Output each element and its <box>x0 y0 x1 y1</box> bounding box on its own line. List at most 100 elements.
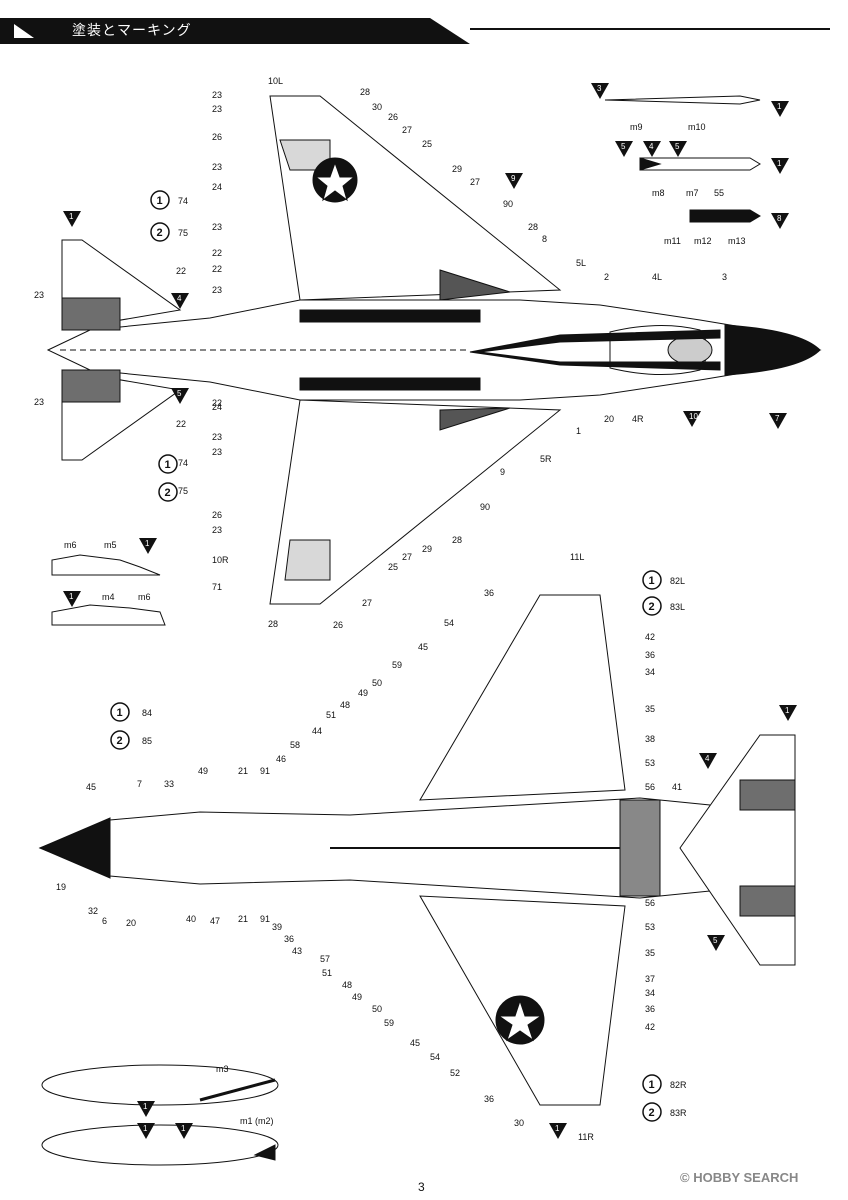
bottom-callout-61: 56 <box>645 898 655 908</box>
bottom-callout-44: 49 <box>352 992 362 1002</box>
badge-top-lower-1: 1 <box>165 459 171 471</box>
bottom-callout-43: 48 <box>342 980 352 990</box>
tri-marker-1e: 1 <box>69 592 74 601</box>
badge-bottom-2-circle <box>110 730 130 750</box>
badge-bottom-1: 1 <box>117 707 123 719</box>
bottom-callout-45: 50 <box>372 1004 382 1014</box>
top-callout-20: 4L <box>652 272 662 282</box>
watermark: © HOBBY SEARCH <box>680 1170 799 1185</box>
top-callout-21: 3 <box>722 272 727 282</box>
bottom-callout-2: 83L <box>670 602 685 612</box>
tri-marker-1b-triangle <box>771 101 789 117</box>
top-callout-18: 5L <box>576 258 586 268</box>
badge-bottom-wing-2-circle <box>642 596 662 616</box>
bottom-callout-33: 20 <box>126 918 136 928</box>
top-callout-0: 10L <box>268 76 283 86</box>
tri-marker-1e-triangle <box>63 591 81 607</box>
top-callout-23: 23 <box>34 290 44 300</box>
top-callout-6: 29 <box>452 164 462 174</box>
top-callout-8: 90 <box>503 199 513 209</box>
bottom-callout-50: 36 <box>484 1094 494 1104</box>
bottom-callout-48: 54 <box>430 1052 440 1062</box>
header-bar <box>0 18 470 44</box>
bottom-callout-26: 49 <box>198 766 208 776</box>
tri-marker-1h-triangle <box>137 1101 155 1117</box>
top-callout-30: 10R <box>212 555 229 565</box>
bottom-callout-7: 36 <box>645 650 655 660</box>
bottom-callout-11: 49 <box>358 688 368 698</box>
bottom-callout-52: 11R <box>578 1132 594 1142</box>
top-callout-39: 90 <box>480 502 490 512</box>
badge-top-lower-1-circle <box>158 454 178 474</box>
top-callout-10: 8 <box>542 234 547 244</box>
bottom-callout-57: 34 <box>645 988 655 998</box>
bottom-callout-24: 7 <box>137 779 142 789</box>
top-callout-17: 23 <box>212 285 222 295</box>
badge-top-2-circle <box>150 222 170 242</box>
tri-marker-1g-triangle <box>549 1123 567 1139</box>
missile-label-7: m13 <box>728 236 746 246</box>
badge-bottom-wing-r-1-circle <box>642 1074 662 1094</box>
tri-marker-5a: 5 <box>177 389 182 398</box>
tri-marker-1a: 1 <box>69 212 74 221</box>
bottom-callout-1: 82L <box>670 576 685 586</box>
bottom-callout-41: 57 <box>320 954 330 964</box>
bottom-callout-60: 53 <box>645 922 655 932</box>
bottom-callout-20: 41 <box>672 782 682 792</box>
tri-marker-1j-triangle <box>175 1123 193 1139</box>
side-detail-label-3: m6 <box>138 592 151 602</box>
top-callout-1: 28 <box>360 87 370 97</box>
badge-top-2: 2 <box>157 227 163 239</box>
bottom-callout-29: 46 <box>276 754 286 764</box>
top-callout-35: 25 <box>388 562 398 572</box>
side-detail-label-0: m6 <box>64 540 77 550</box>
missile-label-3: m7 <box>686 188 699 198</box>
top-callout-42: 1 <box>576 426 581 436</box>
top-callout-43: 20 <box>604 414 614 424</box>
bottom-callout-23: 45 <box>86 782 96 792</box>
bottom-callout-15: 58 <box>290 740 300 750</box>
badge-bottom-2: 2 <box>117 735 123 747</box>
bottom-callout-22: 85 <box>142 736 152 746</box>
top-view-aircraft <box>46 95 822 605</box>
badge-bottom-wing-r-2-circle <box>642 1102 662 1122</box>
missile-label-1: m10 <box>688 122 706 132</box>
tri-marker-5b: 5 <box>621 142 626 151</box>
tri-marker-1c-triangle <box>771 158 789 174</box>
tri-marker-1i-triangle <box>137 1123 155 1139</box>
tri-marker-7: 7 <box>775 414 780 423</box>
bottom-callout-49: 52 <box>450 1068 460 1078</box>
tri-marker-5a-triangle <box>171 388 189 404</box>
bottom-callout-53: 82R <box>670 1080 687 1090</box>
badge-top-1: 1 <box>157 195 163 207</box>
top-callout-40: 9 <box>500 467 505 477</box>
missile-label-5: m11 <box>664 236 681 246</box>
badge-bottom-wing-2: 2 <box>649 601 655 613</box>
page-title: 塗装とマーキング <box>72 23 192 39</box>
missile-label-2: m8 <box>652 188 665 198</box>
tri-marker-1h: 1 <box>143 1102 148 1111</box>
bottom-callout-9: 59 <box>392 660 402 670</box>
top-callout-25: 23 <box>34 397 44 407</box>
bottom-callout-13: 51 <box>326 710 336 720</box>
bottom-callout-58: 37 <box>645 974 655 984</box>
header-rule <box>470 28 830 30</box>
top-callout-49: 23 <box>212 90 222 100</box>
tri-marker-5d-triangle <box>707 935 725 951</box>
bottom-view-aircraft <box>38 594 796 1106</box>
top-callout-9: 28 <box>528 222 538 232</box>
bottom-callout-51: 30 <box>514 1118 524 1128</box>
missile-label-6: m12 <box>694 236 712 246</box>
top-callout-48: 75 <box>178 486 188 496</box>
top-callout-41: 5R <box>540 454 552 464</box>
tri-marker-8-triangle <box>771 213 789 229</box>
top-callout-37: 29 <box>422 544 432 554</box>
bottom-callout-38: 39 <box>272 922 282 932</box>
bottom-callout-27: 21 <box>238 766 248 776</box>
top-callout-22: 22 <box>176 266 186 276</box>
top-callout-13: 23 <box>212 162 222 172</box>
top-callout-12: 26 <box>212 132 222 142</box>
top-callout-31: 71 <box>212 582 222 592</box>
tri-marker-4b-triangle <box>643 141 661 157</box>
